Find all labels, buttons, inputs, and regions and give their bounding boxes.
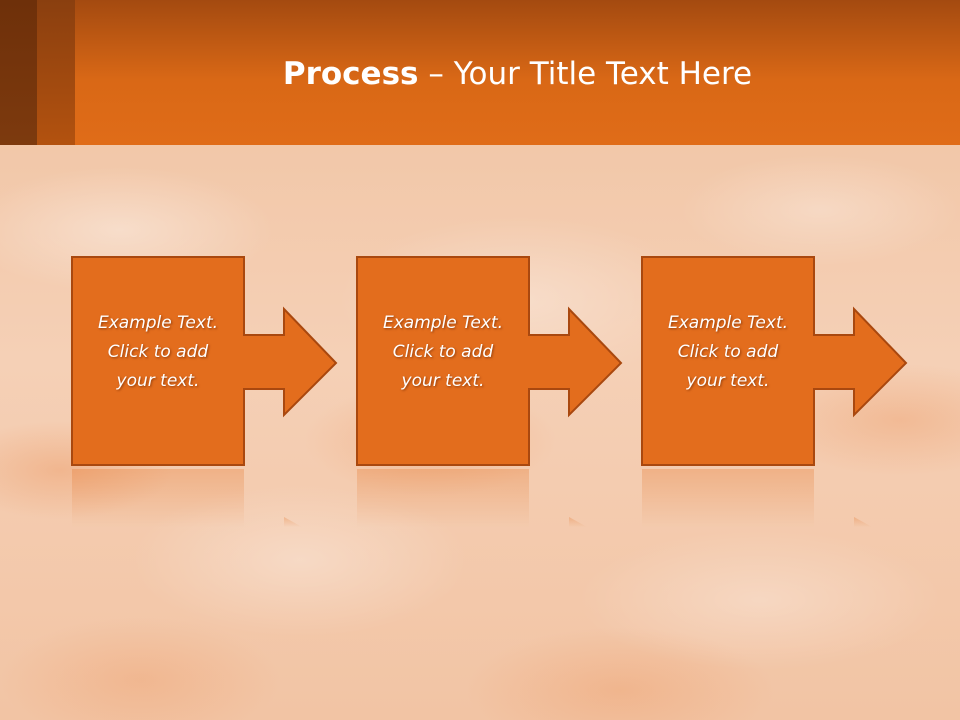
step-reflection — [72, 467, 332, 527]
title-bar: Process – Your Title Text Here — [0, 0, 960, 145]
step-text-line-2: Click to add — [107, 342, 209, 362]
step-text-line-3: your text. — [401, 371, 485, 391]
slide-title[interactable]: Process – Your Title Text Here — [75, 52, 960, 96]
arrow-box-shape — [641, 256, 908, 466]
header-accent-strip-dark — [0, 0, 37, 145]
process-step-2[interactable]: Example Text. Click to add your text. — [356, 256, 623, 527]
step-reflection — [642, 467, 902, 527]
arrow-box-shape — [71, 256, 338, 466]
step-text-line-1: Example Text. — [667, 313, 789, 333]
title-bold: Process — [282, 56, 419, 92]
step-text-line-1: Example Text. — [97, 313, 219, 333]
step-text-line-2: Click to add — [392, 342, 494, 362]
step-text[interactable]: Example Text. Click to add your text. — [642, 309, 814, 396]
step-text-line-3: your text. — [116, 371, 200, 391]
title-rest: – Your Title Text Here — [418, 56, 753, 92]
header-accent-strip — [37, 0, 75, 145]
step-text-line-3: your text. — [686, 371, 770, 391]
step-text[interactable]: Example Text. Click to add your text. — [357, 309, 529, 396]
step-reflection — [357, 467, 617, 527]
arrow-box-shape — [356, 256, 623, 466]
step-text-line-1: Example Text. — [382, 313, 504, 333]
process-step-3[interactable]: Example Text. Click to add your text. — [641, 256, 908, 527]
step-text-line-2: Click to add — [677, 342, 779, 362]
step-text[interactable]: Example Text. Click to add your text. — [72, 309, 244, 396]
process-step-1[interactable]: Example Text. Click to add your text. — [71, 256, 338, 527]
